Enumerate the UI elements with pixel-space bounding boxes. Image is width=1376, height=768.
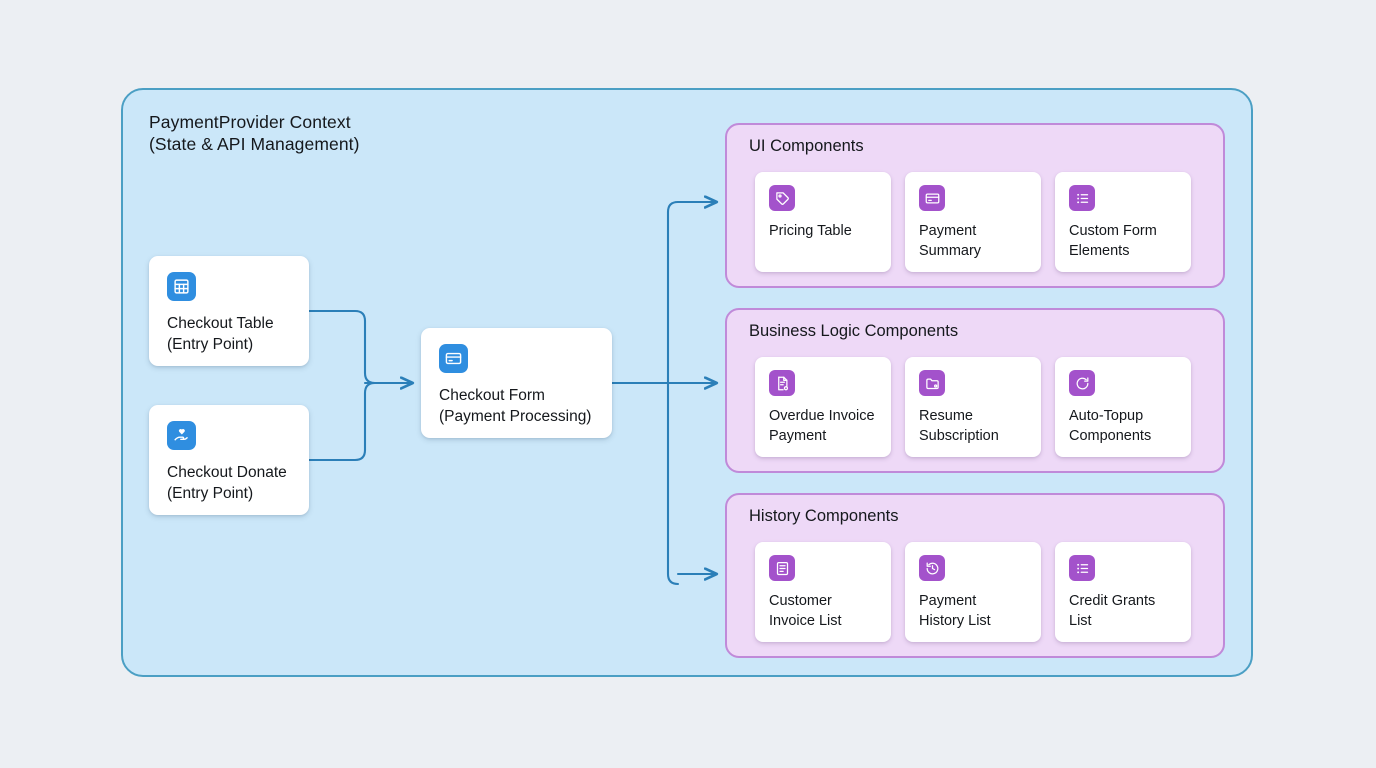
credit-card-icon — [439, 344, 468, 373]
credit-card-icon — [919, 185, 945, 211]
bullet-list-icon — [1069, 555, 1095, 581]
context-title: PaymentProvider Context (State & API Man… — [149, 112, 360, 154]
node-label: Checkout Form (Payment Processing) — [439, 387, 592, 425]
node-label: Checkout Donate (Entry Point) — [167, 464, 287, 502]
node-checkout-donate[interactable]: Checkout Donate (Entry Point) — [149, 405, 309, 515]
group-card-list: Customer Invoice List Payment History Li… — [755, 542, 1191, 642]
node-checkout-form[interactable]: Checkout Form (Payment Processing) — [421, 328, 612, 438]
group-title: History Components — [749, 507, 899, 525]
card-customer-invoice-list[interactable]: Customer Invoice List — [755, 542, 891, 642]
hand-heart-donate-icon — [167, 421, 196, 450]
card-resume-subscription[interactable]: Resume Subscription — [905, 357, 1041, 457]
card-payment-summary[interactable]: Payment Summary — [905, 172, 1041, 272]
node-checkout-table[interactable]: Checkout Table (Entry Point) — [149, 256, 309, 366]
card-payment-history-list[interactable]: Payment History List — [905, 542, 1041, 642]
group-panel-business-logic-components: Business Logic Components Overdue Invoic… — [725, 308, 1225, 473]
document-lines-icon — [769, 555, 795, 581]
folder-icon — [919, 370, 945, 396]
price-tag-icon — [769, 185, 795, 211]
bullet-list-icon — [1069, 185, 1095, 211]
card-auto-topup-components[interactable]: Auto-Topup Components — [1055, 357, 1191, 457]
card-label: Resume Subscription — [919, 408, 999, 444]
clock-history-icon — [919, 555, 945, 581]
group-panel-ui-components: UI Components Pricing Table — [725, 123, 1225, 288]
card-label: Customer Invoice List — [769, 593, 842, 629]
card-credit-grants-list[interactable]: Credit Grants List — [1055, 542, 1191, 642]
group-panel-history-components: History Components Customer Invoice List — [725, 493, 1225, 658]
invoice-document-icon — [769, 370, 795, 396]
card-label: Credit Grants List — [1069, 593, 1156, 629]
card-label: Overdue Invoice Payment — [769, 408, 875, 444]
refresh-circular-arrow-icon — [1069, 370, 1095, 396]
group-card-list: Overdue Invoice Payment Resume Subscript… — [755, 357, 1191, 457]
group-card-list: Pricing Table Payment Summary — [755, 172, 1191, 272]
table-icon — [167, 272, 196, 301]
card-label: Custom Form Elements — [1069, 223, 1157, 259]
card-overdue-invoice-payment[interactable]: Overdue Invoice Payment — [755, 357, 891, 457]
node-label: Checkout Table (Entry Point) — [167, 315, 274, 353]
card-label: Pricing Table — [769, 223, 852, 239]
card-label: Payment Summary — [919, 223, 982, 259]
card-label: Payment History List — [919, 593, 991, 629]
group-title: UI Components — [749, 137, 864, 155]
card-label: Auto-Topup Components — [1069, 408, 1152, 444]
card-custom-form-elements[interactable]: Custom Form Elements — [1055, 172, 1191, 272]
group-title: Business Logic Components — [749, 322, 959, 340]
card-pricing-table[interactable]: Pricing Table — [755, 172, 891, 272]
